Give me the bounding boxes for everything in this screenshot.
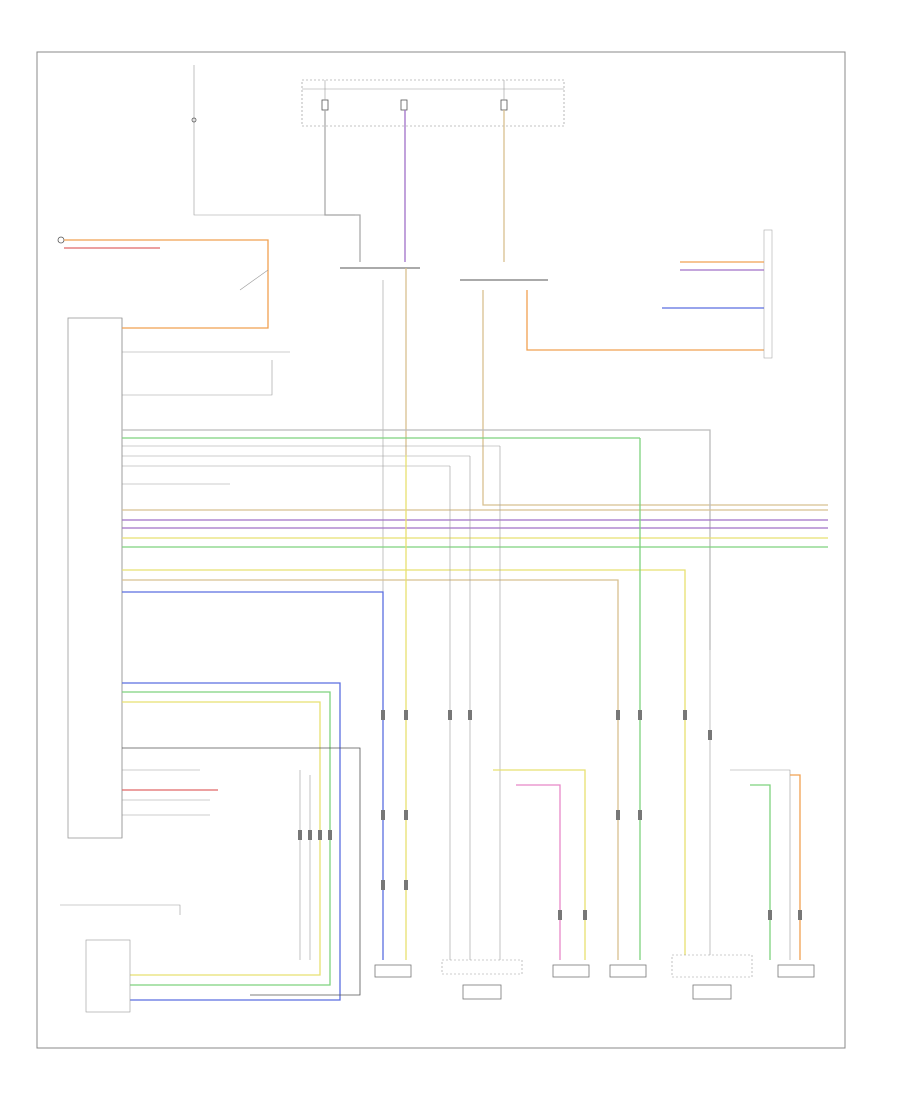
left-rear-speaker bbox=[609, 964, 647, 978]
diagram-border bbox=[36, 51, 846, 1049]
connector-marks bbox=[298, 710, 802, 920]
audio-module bbox=[67, 317, 123, 839]
right-front-speakers bbox=[441, 959, 523, 1000]
right-door-speaker bbox=[552, 964, 590, 978]
fuse-block bbox=[301, 79, 565, 127]
right-connector bbox=[763, 229, 773, 359]
left-front-speakers bbox=[671, 954, 753, 1000]
audio-input-jack bbox=[85, 939, 131, 1013]
left-door-speaker bbox=[777, 964, 815, 978]
right-rear-speaker bbox=[374, 964, 412, 978]
fuse-2 bbox=[400, 99, 408, 111]
